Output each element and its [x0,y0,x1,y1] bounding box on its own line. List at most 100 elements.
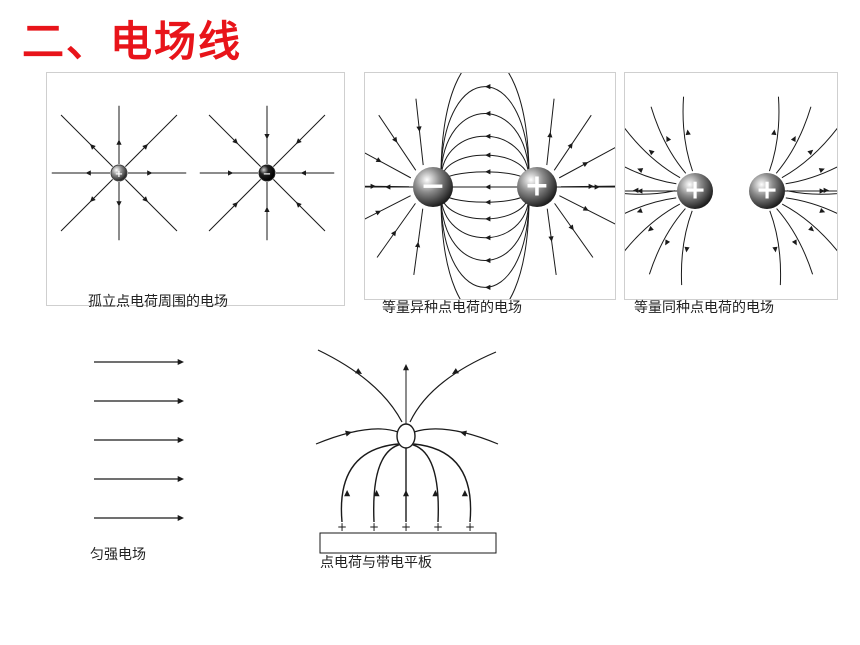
outer-arrow [588,183,594,189]
left-charge-arrow [637,168,644,173]
curved-arrow [485,199,491,205]
plate-field-line [373,443,403,523]
right-side-arrow [460,430,467,437]
left-charge-arrow [633,187,639,193]
curved-field-line [440,112,530,177]
curved-field-line [440,195,530,239]
positive-charge-arrow [116,201,122,207]
left-positive-charge [677,173,713,209]
isolated-charge-caption: 孤立点电荷周围的电场 [88,294,228,310]
isolated-charge-diagram: +− [51,105,335,241]
outer-field-line [365,185,410,188]
right-charge-arrow [771,129,777,136]
plate-charge-mark: + [465,520,475,534]
like-charges-panel: ++ [624,72,838,300]
upper-left-arrow [355,368,362,374]
outer-field-line [376,203,416,258]
negative-charge-arrow [264,134,270,140]
left-charge-field-line [648,208,686,275]
curved-arrow [485,257,491,264]
left-positive-charge-symbol: + [684,175,707,206]
left-side-arrow [345,430,352,437]
curved-arrow [485,84,491,90]
plate-arrow [344,490,351,497]
right-charge-field-line [785,197,837,214]
right-charge-arrow [808,225,814,232]
plate-arrow [461,490,468,497]
uniform-arrow [177,515,184,521]
outer-field-line [546,208,557,275]
positive-charge-field-line [125,179,178,232]
positive-charge-arrow [142,144,148,150]
right-charge-arrow [791,239,797,246]
plate-field-line [340,443,399,523]
curved-field-line [440,201,530,299]
negative-charge-arrow [228,170,234,176]
negative-charge-symbol: − [263,169,271,180]
outer-arrow [375,210,382,216]
plate-arrow [432,490,439,497]
curved-field-line [440,193,530,220]
slide-title: 二、电场线 [22,17,243,66]
negative-charge [413,167,453,207]
curved-arrow [485,169,491,175]
right-positive-charge-symbol: + [756,175,779,206]
negative-charge-arrow [232,202,238,208]
curved-field-line [440,190,530,203]
unlike-charges-diagram: −+ [365,73,615,299]
outer-field-line [365,195,411,220]
right-charge-arrow [823,187,829,193]
uniform-arrow [177,359,184,365]
left-charge-field-line [680,210,693,286]
left-side-field-line [315,428,399,445]
outer-arrow [568,224,574,231]
uniform-field-diagram [94,359,184,521]
curved-field-line [440,73,530,173]
curved-field-line [440,135,530,179]
right-charge-arrow [819,208,826,213]
outer-arrow [547,131,553,138]
left-charge-field-line [625,166,677,185]
outer-field-line [560,185,615,188]
upper-left-field-line [317,349,403,423]
outer-arrow [392,136,398,143]
curved-field-line [440,171,530,184]
curved-field-line [440,197,530,262]
unlike-charges-panel: −+ [364,72,616,300]
positive-charge [110,164,128,182]
outer-arrow [416,126,422,132]
positive-charge [517,167,557,207]
positive-charge-field-line [125,114,178,167]
positive-charge-arrow [85,170,91,176]
outer-arrow [415,241,421,248]
plate-panel: +++++ [300,340,510,558]
negative-charge-arrow [264,206,270,212]
curved-arrow [485,110,491,117]
left-charge-arrow [685,129,691,136]
axis-arrow [385,184,391,190]
plate-charge-mark: + [337,520,347,534]
positive-charge-symbol: + [524,168,549,203]
positive-charge-arrow [90,144,96,150]
negative-charge [258,164,276,182]
outer-arrow [548,236,554,242]
plate-field-line [409,443,439,523]
curved-arrow [485,133,491,139]
left-charge-field-line [625,203,681,252]
curved-field-line [440,86,530,175]
outer-field-line [415,98,424,166]
plate-charge-mark: + [401,520,411,534]
curved-arrow [485,284,491,290]
right-side-field-line [413,428,499,445]
axis-arrow [594,184,600,190]
uniform-field-caption: 匀强电场 [90,547,146,563]
axis-arrow [637,188,643,194]
negative-charge-arrow [296,202,302,208]
plate-caption: 点电荷与带电平板 [320,555,432,571]
positive-charge-arrow [116,139,122,145]
like-charges-diagram: ++ [625,96,837,286]
negative-charge-arrow [232,138,238,144]
right-charge-field-line [781,127,837,179]
plate-diagram: +++++ [315,349,499,554]
point-charge [396,423,416,449]
